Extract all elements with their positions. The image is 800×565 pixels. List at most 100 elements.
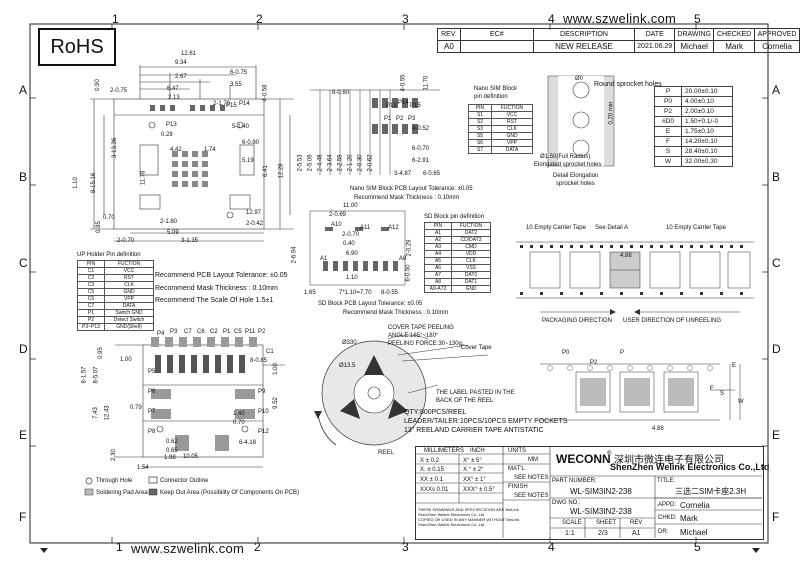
dim-8-15-16: 1.10 bbox=[72, 177, 79, 189]
sprocket-dim: 0.20 min bbox=[608, 101, 615, 125]
b-c2: C2 bbox=[210, 329, 218, 335]
nano-func: VCC bbox=[491, 111, 533, 119]
b-c5: C5 bbox=[234, 329, 242, 335]
up-pin-header: PIN bbox=[77, 260, 105, 268]
dwg-no-label: DWG NO.: bbox=[552, 500, 581, 506]
b-dim-0-65: 0.65 bbox=[166, 448, 178, 454]
nano-pcb-title: Nano SIM Block PCB Layout Tolerance: ±0.… bbox=[350, 186, 473, 192]
b-dim-1-40: 1.40 bbox=[233, 411, 245, 417]
tol-note-1: THESE DRAWINGS AND SPECIFICATION ARE WeL… bbox=[418, 507, 519, 512]
up-pin: C7 bbox=[77, 302, 105, 310]
b-c7: C7 bbox=[184, 329, 192, 335]
company-en-name: ShenZhen Welink Electronics Co.,Ltd bbox=[610, 462, 770, 472]
rev-value: A0 bbox=[437, 40, 461, 53]
sd-pin: A1 bbox=[424, 229, 452, 237]
dim-2-1-70: 2-0.75 bbox=[110, 88, 128, 94]
tol-mm: XX ± 0.1 bbox=[420, 477, 443, 483]
dim-11-70: 12.28 bbox=[278, 163, 285, 179]
footprint-bottom-view bbox=[115, 337, 285, 468]
matl-label: MAT'L bbox=[508, 466, 525, 472]
sd-pin: A9-A72 bbox=[424, 285, 452, 293]
zone-e-left: E bbox=[19, 428, 28, 442]
b-dim-0-79: 0.79 bbox=[130, 405, 142, 411]
b-dim-12-43: 12.43 bbox=[104, 405, 111, 421]
reel-label-1: THE LABEL PASTED IN THE bbox=[436, 390, 515, 396]
scale-value: 1:1 bbox=[565, 530, 575, 537]
b-p3: P3 bbox=[170, 329, 178, 335]
zone-2-bottom: 2 bbox=[254, 540, 261, 554]
reel-leader: LEADER/TAILER:10PCS/10PCS EMPTY POCKETS bbox=[404, 418, 568, 425]
tol-inch: XXX° ± 0.5° bbox=[463, 487, 495, 493]
tol-mm: XXXs 0.01 bbox=[420, 487, 449, 493]
zone-d-left: D bbox=[19, 342, 28, 356]
b-p2: P2 bbox=[258, 329, 266, 335]
pcb-note-mask: Recommend Mask Thickness : 0.10mm bbox=[155, 285, 278, 292]
website-url-bottom: www.szwelink.com bbox=[131, 541, 245, 556]
ec-header: EC# bbox=[459, 28, 534, 41]
sd-dim-2-6-94: 2-6.94 bbox=[291, 246, 298, 264]
up-func: VCC bbox=[104, 267, 154, 275]
tape-see-detail: See Detail A bbox=[595, 225, 629, 231]
zone-b-left: B bbox=[19, 170, 28, 184]
chkd-label: CHKD: bbox=[658, 515, 677, 521]
nano-func: GND bbox=[491, 132, 533, 140]
tape-packaging-direction: PACKAGING DIRECTION bbox=[542, 318, 612, 324]
rev-header: REV. bbox=[437, 28, 461, 41]
sd-a11: A11 bbox=[360, 225, 371, 231]
sd-block-pcb-layout bbox=[309, 210, 406, 286]
sd-dim-1-65: 1.65 bbox=[304, 290, 316, 296]
dim-3-13-36: 3-1.35 bbox=[181, 238, 199, 244]
sd-dim-6-0-50: 6-0.50 bbox=[405, 264, 412, 282]
sd-dim-2-0-29: 2-0.29 bbox=[406, 239, 413, 257]
b-dim-9-52: 9.52 bbox=[272, 397, 279, 409]
up-func-header: FUCTION bbox=[104, 260, 154, 268]
tape-right-empty: 10 Empty Carrier Tape bbox=[666, 225, 726, 231]
zone-1-top: 1 bbox=[112, 12, 119, 26]
dim-3-4-87: 3-4.87 bbox=[394, 171, 412, 177]
sd-table-title: SD Block pin definition bbox=[424, 214, 485, 220]
dim-11-78: 8-15.16 bbox=[91, 172, 98, 194]
zone-c-left: C bbox=[19, 256, 28, 270]
tape-p2: P2 bbox=[590, 360, 598, 366]
sd-func: DAT2 bbox=[451, 229, 491, 237]
sd-pin: A8 bbox=[424, 278, 452, 286]
finish-label: FINISH bbox=[508, 484, 528, 490]
pcb-note-tolerance: Recommend PCB Layout Tolerance: ±0.05 bbox=[155, 272, 288, 279]
dim-0-70: 5.19 bbox=[242, 158, 254, 164]
b-p7: P7 bbox=[148, 409, 156, 415]
up-pin: P1 bbox=[77, 309, 105, 317]
up-func: VPP bbox=[104, 295, 154, 303]
title-block-lines bbox=[415, 446, 762, 538]
ec-value bbox=[459, 40, 534, 53]
up-func: Detect Switch bbox=[104, 316, 154, 324]
sd-dim-2-0-70: 2-0.70 bbox=[342, 232, 360, 238]
checked-value: Mark bbox=[713, 40, 756, 53]
pcb-p1: P1 bbox=[384, 116, 392, 122]
zone-1-bottom: 1 bbox=[116, 540, 123, 554]
dim-3-55: 3.55 bbox=[230, 82, 242, 88]
zone-b-right: B bbox=[772, 170, 781, 184]
zone-3-bottom: 3 bbox=[402, 540, 409, 554]
sheet-value: 2/3 bbox=[598, 530, 608, 537]
nano-pin: S5 bbox=[468, 132, 492, 140]
sd-pin: A3 bbox=[424, 243, 452, 251]
reel-label-2: BACK OF THE REEL bbox=[436, 398, 494, 404]
dim-3-1-35: 2-0.70 bbox=[117, 238, 135, 244]
dim-9-34: 9.34 bbox=[175, 60, 187, 66]
drawing-header: DRAWING bbox=[674, 28, 715, 41]
b-p12: P12 bbox=[258, 429, 269, 435]
sd-a1: A1 bbox=[320, 256, 328, 262]
dim-8-0-60: 8-0.60 bbox=[332, 90, 350, 96]
legend-through-hole: Through Hole bbox=[96, 478, 133, 484]
b-p10: P10 bbox=[258, 409, 269, 415]
dim-2-4-48: 2-4.48 bbox=[317, 154, 324, 172]
sd-pcb-title: SD Block PCB Layout Tolerance: ±0.05 bbox=[318, 301, 423, 307]
up-holder-title: UP Holder Pin definition bbox=[77, 252, 141, 258]
dr-name: Michael bbox=[680, 528, 708, 537]
zone-5-bottom: 5 bbox=[694, 540, 701, 554]
p15-label: 2-1.70 bbox=[213, 101, 231, 107]
nano-sim-pcb-layout bbox=[310, 89, 440, 175]
tape-f: F bbox=[710, 386, 714, 392]
